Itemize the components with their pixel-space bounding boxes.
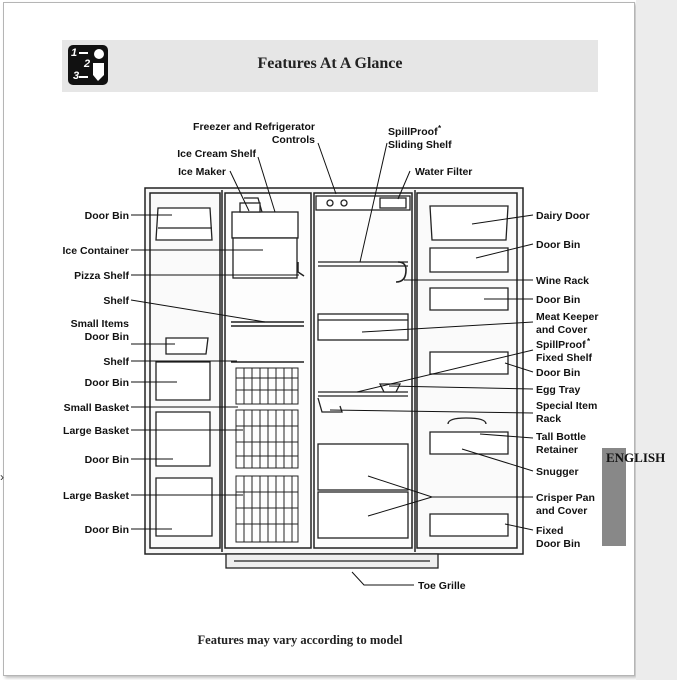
trademark-asterisk-1: * [438, 124, 442, 133]
label-pizza-shelf: Pizza Shelf [74, 270, 129, 282]
label-ice-container: Ice Container [62, 245, 129, 257]
page-title: Features At A Glance [257, 55, 403, 72]
steps-1-2-3-icon: 1 2 3 [68, 45, 108, 85]
freezer-baskets [235, 367, 299, 543]
label-snugger: Snugger [536, 466, 579, 478]
label-meat-keeper-1: Meat Keeper [536, 311, 598, 323]
label-dairy-door: Dairy Door [536, 210, 590, 222]
label-shelf-2: Shelf [103, 356, 129, 368]
steps-arrows-icon [79, 49, 104, 81]
language-tab [602, 448, 626, 546]
refrigerator-door-bins [429, 205, 509, 537]
label-meat-keeper-2: and Cover [536, 324, 587, 336]
section-header: Features At A Glance [62, 40, 598, 92]
label-shelf-1: Shelf [103, 295, 129, 307]
label-door-bin-r2: Door Bin [536, 294, 580, 306]
language-tab-label: ENGLISH [606, 450, 666, 465]
leader-lines [130, 142, 534, 586]
page-edge-mark: › [0, 470, 4, 484]
label-special-item-rack-2: Rack [536, 413, 561, 425]
step-digit-1: 1 [71, 47, 78, 59]
label-wine-rack: Wine Rack [536, 275, 589, 287]
label-toe-grille: Toe Grille [418, 580, 466, 592]
label-small-items-2: Door Bin [85, 331, 129, 343]
ice-maker-unit [231, 197, 299, 279]
label-spillproof-fixed-1: SpillProof [536, 339, 586, 351]
label-spillproof-fixed-2: Fixed Shelf [536, 352, 593, 364]
label-door-bin-4: Door Bin [85, 524, 129, 536]
label-crisper-pan-2: and Cover [536, 505, 587, 517]
step-digit-2: 2 [84, 58, 91, 70]
diagram-labels: Freezer and Refrigerator Controls SpillP… [62, 121, 598, 592]
label-door-bin-3: Door Bin [85, 454, 129, 466]
wine-rack-hook [395, 261, 407, 283]
label-water-filter: Water Filter [415, 166, 472, 178]
label-door-bin-r1: Door Bin [536, 239, 580, 251]
label-small-basket: Small Basket [64, 402, 130, 414]
freezer-shelves [231, 321, 304, 363]
label-large-basket-1: Large Basket [63, 425, 129, 437]
label-tall-bottle-2: Retainer [536, 444, 578, 456]
label-crisper-pan-1: Crisper Pan [536, 492, 595, 504]
label-ice-cream-shelf: Ice Cream Shelf [177, 148, 256, 160]
label-spillproof-sliding-1: SpillProof [388, 126, 438, 138]
step-digit-3: 3 [73, 70, 80, 82]
freezer-door-bins [155, 207, 213, 537]
label-fixed-door-bin-1: Fixed [536, 525, 563, 537]
label-door-bin-r3: Door Bin [536, 367, 580, 379]
label-ice-maker: Ice Maker [178, 166, 226, 178]
label-freezer-controls-2: Controls [272, 134, 315, 146]
pizza-shelf-hook [297, 262, 305, 277]
label-spillproof-sliding-2: Sliding Shelf [388, 139, 452, 151]
trademark-asterisk-2: * [587, 337, 591, 346]
label-door-bin-1: Door Bin [85, 210, 129, 222]
footer-note: Features may vary according to model [197, 633, 403, 647]
label-small-items-1: Small Items [71, 318, 130, 330]
label-egg-tray: Egg Tray [536, 384, 581, 396]
label-fixed-door-bin-2: Door Bin [536, 538, 580, 550]
label-door-bin-2: Door Bin [85, 377, 129, 389]
fresh-food-interior [315, 195, 411, 539]
toe-grille [225, 553, 439, 569]
label-large-basket-2: Large Basket [63, 490, 129, 502]
label-special-item-rack-1: Special Item [536, 400, 597, 412]
label-tall-bottle-1: Tall Bottle [536, 431, 586, 443]
viewer-gutter [636, 0, 677, 680]
label-freezer-controls-1: Freezer and Refrigerator [193, 121, 315, 133]
